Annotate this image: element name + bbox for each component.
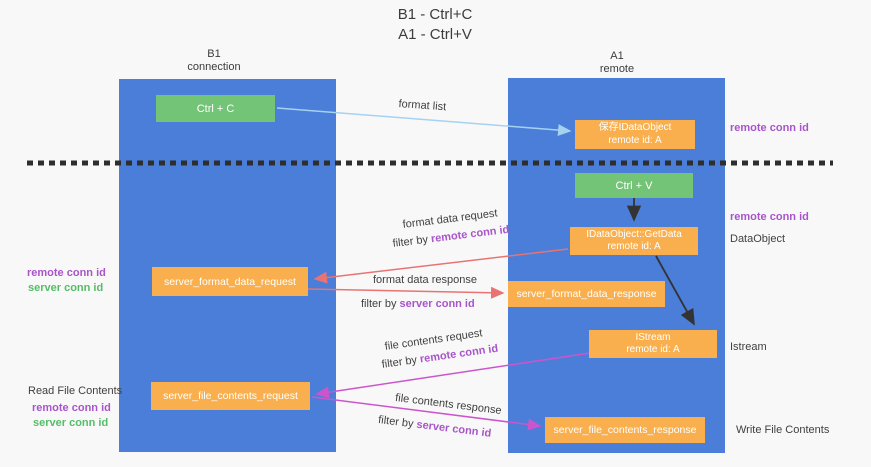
annotation-server-conn-id-left-1: server conn id: [28, 282, 104, 294]
annotation-remote-conn-id-left-1: remote conn id: [27, 267, 106, 279]
arrow-format-data-response: [307, 286, 505, 299]
left-column-header: B1 connection: [154, 48, 274, 74]
node-format-response-label: server_format_data_response: [516, 288, 657, 300]
annotation-read-file-contents: Read File Contents: [28, 385, 123, 397]
node-file-response-label: server_file_contents_response: [553, 424, 697, 436]
label-filter-by-server-conn-id-1: filter by server conn id: [361, 298, 475, 310]
title-line-2: A1 - Ctrl+V: [398, 26, 472, 43]
node-ctrl-c: Ctrl + C: [156, 95, 275, 122]
filter-by-text: filter by: [377, 414, 418, 431]
node-getdata-line1: IDataObject::GetData: [586, 228, 682, 240]
annotation-server-conn-id-left-2: server conn id: [33, 417, 109, 429]
node-istream-line2: remote id: A: [626, 344, 680, 355]
node-ctrl-v: Ctrl + V: [575, 173, 693, 198]
annotation-remote-conn-id-right: remote conn id: [730, 211, 809, 223]
diagram-title: B1 - Ctrl+C A1 - Ctrl+V: [300, 5, 570, 45]
node-ctrl-c-label: Ctrl + C: [196, 102, 235, 115]
node-istream: IStream remote id: A: [589, 330, 717, 358]
filter-by-text: filter by: [361, 298, 400, 310]
node-server-file-contents-response: server_file_contents_response: [545, 417, 705, 443]
node-server-file-contents-request: server_file_contents_request: [151, 382, 310, 410]
label-file-contents-response: file contents response: [394, 392, 503, 417]
annotation-istream: Istream: [730, 341, 767, 353]
title-line-1: B1 - Ctrl+C: [397, 6, 473, 23]
node-save-idataobject: 保存IDataObject remote id: A: [575, 120, 695, 149]
annotation-dataobject: DataObject: [730, 233, 786, 245]
node-save-idataobject-line1: 保存IDataObject: [598, 122, 672, 133]
server-conn-id-text: server conn id: [399, 298, 475, 310]
filter-by-text: filter by: [381, 353, 421, 371]
left-column-name: B1: [207, 48, 221, 60]
node-idataobject-getdata: IDataObject::GetData remote id: A: [570, 227, 698, 255]
annotation-write-file-contents: Write File Contents: [736, 424, 830, 436]
label-format-data-response: format data response: [373, 274, 477, 286]
annotation-remote-conn-id-top-right: remote conn id: [730, 122, 809, 134]
server-conn-id-text: server conn id: [415, 418, 492, 440]
node-ctrl-v-label: Ctrl + V: [615, 179, 653, 192]
node-format-request-label: server_format_data_request: [164, 275, 296, 288]
annotation-remote-conn-id-left-2: remote conn id: [32, 402, 111, 414]
left-column-subtitle: connection: [187, 61, 241, 73]
remote-conn-id-text: remote conn id: [430, 223, 510, 246]
right-column-name: A1: [610, 50, 624, 62]
node-server-format-data-request: server_format_data_request: [152, 267, 308, 296]
label-filter-by-server-conn-id-2: filter by server conn id: [378, 414, 492, 440]
node-file-request-label: server_file_contents_request: [163, 390, 298, 402]
node-istream-line1: IStream: [635, 331, 671, 343]
label-format-list: format list: [398, 98, 447, 114]
filter-by-text: filter by: [392, 233, 432, 250]
node-save-idataobject-line2: remote id: A: [608, 134, 662, 146]
node-getdata-line2: remote id: A: [607, 241, 661, 252]
right-column-subtitle: remote: [599, 63, 635, 75]
right-column-header: A1 remote: [557, 50, 677, 76]
node-server-format-data-response: server_format_data_response: [508, 281, 665, 307]
